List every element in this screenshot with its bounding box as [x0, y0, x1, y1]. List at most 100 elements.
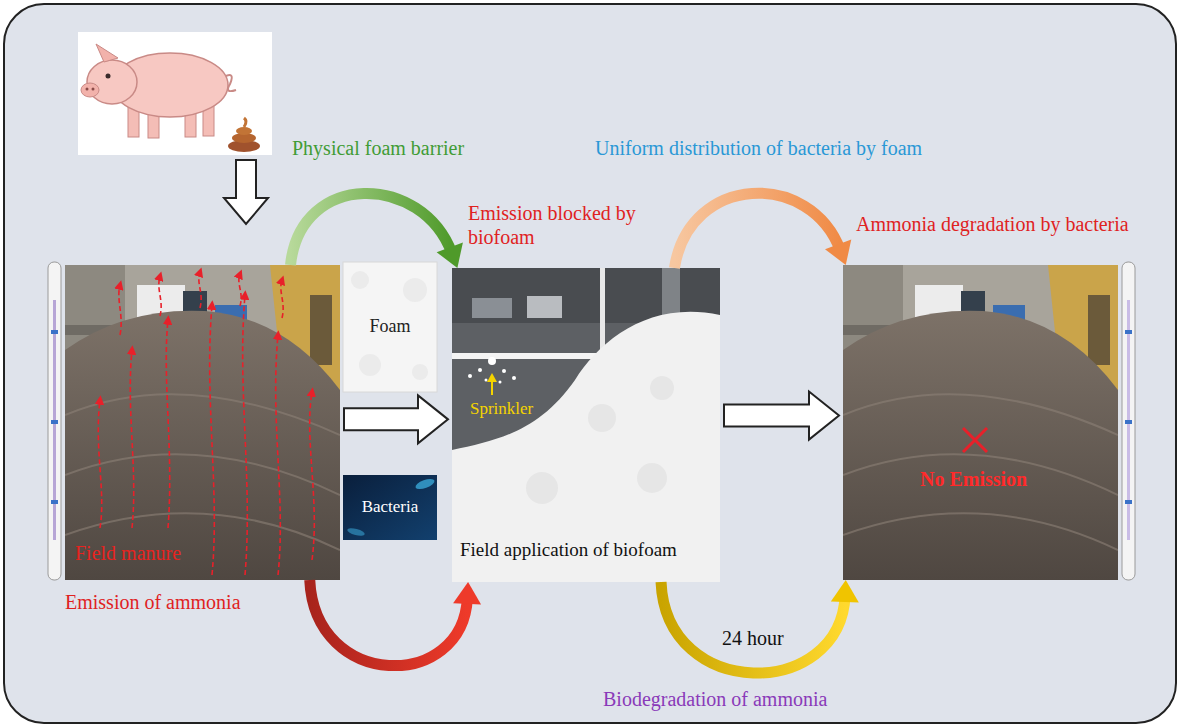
curved-arrow	[661, 580, 859, 673]
ammonia-emission-arrows	[239, 274, 241, 306]
biofoam-photo	[526, 472, 558, 504]
ammonia-emission-arrows	[281, 280, 283, 318]
bacteria-picture	[347, 527, 366, 537]
ammonia-emission-arrows	[310, 392, 315, 560]
cross-mark	[963, 428, 987, 452]
manure-drop	[244, 118, 246, 127]
biofoam-photo	[452, 353, 602, 359]
manure-drop	[236, 127, 252, 135]
ammonia-emission-arrows	[98, 400, 101, 528]
biofoam-photo	[452, 268, 720, 582]
bacteria-picture	[343, 475, 437, 540]
gas-detector-tube	[1122, 262, 1135, 580]
bacteria-picture	[414, 477, 436, 491]
foam-sample-picture	[351, 271, 369, 289]
pig-picture	[78, 32, 272, 155]
curved-arrow	[310, 580, 481, 666]
annotation-label: Emission of ammonia	[65, 590, 241, 614]
curved-arrow	[674, 193, 851, 268]
manure-drop	[228, 118, 260, 152]
gas-detector-tube	[51, 420, 58, 424]
edge-label: 24 hour	[722, 626, 784, 650]
sprinkler-leader	[487, 373, 497, 395]
block-arrow-shape	[724, 392, 839, 440]
curved-arrow	[291, 193, 463, 268]
frame	[4, 4, 1176, 723]
annotation-label: Biodegradation of ammonia	[603, 687, 827, 711]
foam-sample-box: Foam	[343, 262, 437, 392]
down-arrow	[224, 160, 268, 224]
gas-detector-tube	[51, 500, 58, 504]
no-emission-photo	[843, 265, 1118, 580]
biofoam-photo	[499, 381, 502, 384]
pig-picture	[86, 88, 89, 91]
bacteria-picture	[343, 475, 437, 540]
ammonia-emission-arrows	[130, 350, 133, 528]
foam-sample-picture	[412, 364, 428, 380]
no-emission-photo-box: No Emission	[843, 265, 1118, 580]
pig-picture	[87, 60, 137, 104]
sprinkler-leader	[491, 380, 493, 395]
callout-label: Sprinkler	[470, 399, 533, 419]
pig-picture	[106, 74, 111, 79]
edge-label: Physical foam barrier	[292, 136, 464, 160]
frame	[4, 4, 1176, 723]
arrow-head	[831, 580, 859, 603]
biofoam-photo	[650, 376, 674, 400]
gas-detector-tube	[1122, 262, 1135, 580]
curved-arrow-band	[291, 193, 453, 265]
gas-detector-tube	[48, 262, 61, 580]
ammonia-emission-arrows	[199, 272, 201, 308]
photo-caption: Field application of biofoam	[460, 539, 677, 562]
biofoam-photo	[452, 312, 720, 582]
ammonia-emission-arrows	[166, 320, 169, 528]
biofoam-photo	[452, 268, 720, 582]
curved-arrow-band	[310, 580, 468, 666]
biofoam-photo	[600, 268, 605, 359]
foam-sample-picture	[343, 262, 437, 392]
photo-caption: No Emission	[920, 467, 1027, 491]
pig-picture	[96, 44, 118, 62]
foam-sample-picture	[359, 354, 381, 376]
no-emission-photo	[843, 265, 1118, 580]
arrow-head	[825, 240, 851, 265]
sample-label: Bacteria	[362, 497, 419, 517]
biofoam-photo	[485, 379, 488, 382]
cross-mark	[963, 428, 987, 452]
ammonia-emission-arrows	[159, 276, 161, 316]
manure-photo	[65, 265, 340, 580]
sample-label: Foam	[369, 316, 410, 338]
foam-sample-picture	[343, 262, 437, 392]
sprinkler-leader	[487, 373, 497, 382]
cross-mark	[963, 428, 987, 452]
biofoam-photo	[488, 357, 496, 365]
edge-label: Uniform distribution of bacteria by foam	[595, 136, 922, 160]
biofoam-photo	[468, 374, 472, 378]
biofoam-photo	[512, 376, 516, 380]
pig-picture	[81, 83, 99, 97]
ammonia-emission-arrows	[119, 285, 121, 335]
annotation-label: Emission blocked by biofoam	[468, 201, 668, 249]
biofoam-photo	[502, 369, 506, 373]
block-arrow	[344, 395, 448, 443]
down-arrow	[224, 160, 268, 224]
gas-detector-tube	[1125, 500, 1132, 504]
ammonia-emission-arrows	[98, 272, 314, 575]
curved-arrow-band	[661, 582, 845, 673]
bacteria-sample-box: Bacteria	[343, 475, 437, 540]
biofoam-photo	[527, 296, 562, 318]
arrow-head	[437, 243, 463, 268]
manure-photo-box: Field manure	[65, 265, 340, 580]
gas-detector-tube	[51, 330, 58, 334]
arrow-head	[453, 582, 481, 605]
gas-detector-tube	[1125, 330, 1132, 334]
biofoam-photo	[472, 298, 512, 318]
pig-picture	[78, 32, 272, 155]
foam-sample-picture	[403, 278, 427, 302]
ammonia-emission-arrows	[210, 305, 215, 575]
gas-detector-tube	[1125, 420, 1132, 424]
block-arrow	[724, 392, 839, 440]
ammonia-emission-arrows	[276, 335, 281, 575]
